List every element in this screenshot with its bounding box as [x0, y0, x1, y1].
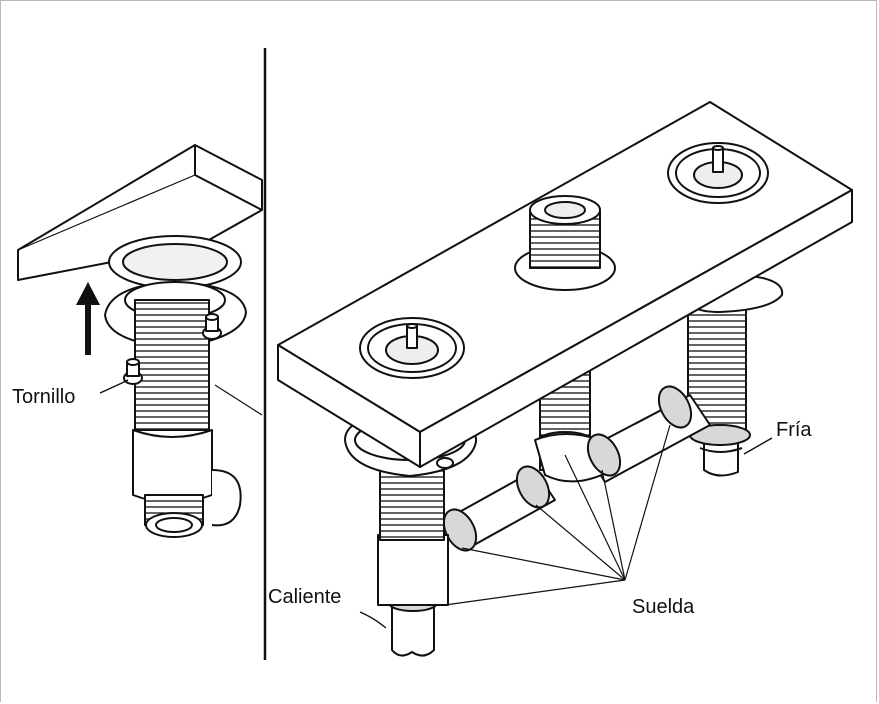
threaded-shank [134, 299, 210, 431]
right-assembly [277, 101, 853, 657]
screw-label: Tornillo [12, 386, 76, 408]
cross-pipe-left [442, 465, 556, 552]
spout-top [514, 195, 616, 291]
solder-label: Suelda [632, 596, 695, 618]
tee-fitting [534, 433, 622, 483]
hot-valve-top [359, 317, 465, 379]
solder-leaders [444, 424, 671, 606]
screw-right [202, 313, 222, 340]
left-detail [17, 144, 263, 538]
up-arrow-icon [76, 282, 100, 355]
cold-label: Fría [776, 419, 812, 441]
cold-valve-top [667, 142, 769, 204]
hot-label: Caliente [268, 586, 342, 608]
screw-left [123, 358, 143, 385]
